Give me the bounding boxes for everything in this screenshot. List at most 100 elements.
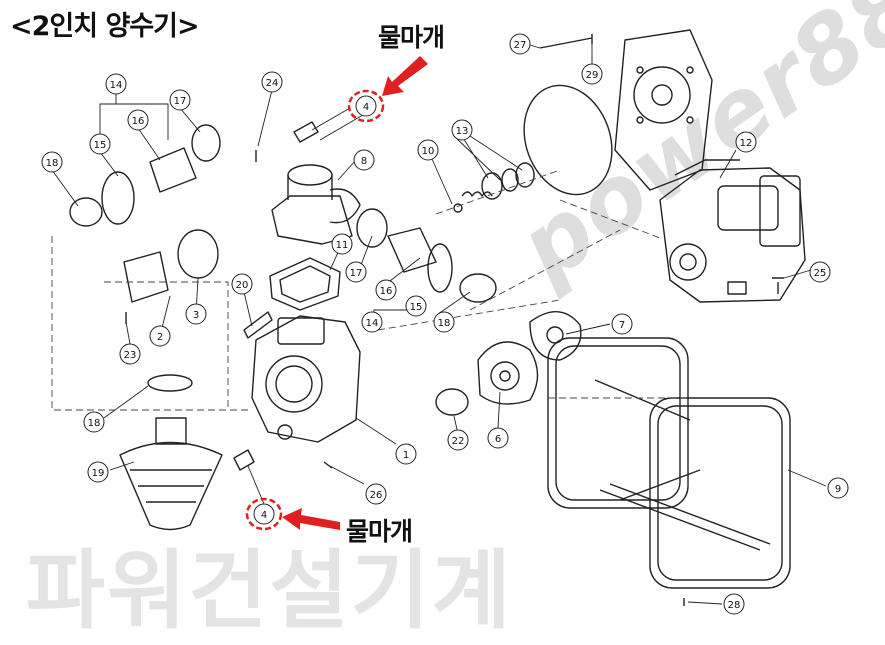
label-4-bottom: 4 bbox=[253, 503, 275, 525]
label-18a: 18 bbox=[41, 151, 63, 173]
label-4-top: 4 bbox=[355, 95, 377, 117]
part-label: 25 bbox=[814, 268, 827, 279]
label-15a: 15 bbox=[89, 133, 111, 155]
label-27: 27 bbox=[509, 33, 531, 55]
part-label: 22 bbox=[452, 436, 465, 447]
label-26: 26 bbox=[365, 483, 387, 505]
drain-plug-highlights bbox=[245, 89, 385, 531]
part-label: 16 bbox=[132, 116, 145, 127]
part-label: 15 bbox=[410, 302, 423, 313]
part-label: 10 bbox=[422, 146, 435, 157]
label-25: 25 bbox=[809, 261, 831, 283]
part-label: 24 bbox=[266, 78, 279, 89]
engine-part bbox=[659, 159, 806, 303]
label-3: 3 bbox=[185, 303, 207, 325]
label-1: 1 bbox=[395, 443, 417, 465]
label-2: 2 bbox=[149, 325, 171, 347]
part-label: 16 bbox=[380, 286, 393, 297]
part-label: 17 bbox=[350, 268, 363, 279]
part-label: 19 bbox=[92, 468, 105, 479]
drain-cap-bottom bbox=[233, 449, 255, 471]
page-title: <2인치 양수기> bbox=[10, 11, 200, 42]
drain-cap-top bbox=[293, 121, 319, 143]
part-label: 8 bbox=[361, 156, 367, 167]
alignment-lines bbox=[51, 169, 690, 411]
part-label: 1 bbox=[403, 450, 409, 461]
part-label: 13 bbox=[456, 126, 469, 137]
bolt-26 bbox=[323, 461, 333, 469]
label-19: 19 bbox=[87, 461, 109, 483]
seal-parts bbox=[453, 162, 535, 213]
part-label: 18 bbox=[438, 318, 451, 329]
suction-fittings bbox=[69, 124, 221, 303]
part-label: 26 bbox=[370, 490, 383, 501]
part-label: 23 bbox=[124, 350, 137, 361]
back-plate-part bbox=[614, 29, 713, 191]
strainer-part bbox=[119, 374, 223, 531]
arrow-top-icon bbox=[382, 56, 428, 96]
bolt-25 bbox=[772, 277, 784, 294]
label-22: 22 bbox=[447, 429, 469, 451]
label-28: 28 bbox=[723, 593, 745, 615]
label-29: 29 bbox=[581, 63, 603, 85]
arrow-bottom-icon bbox=[282, 508, 340, 530]
part-label: 12 bbox=[740, 138, 753, 149]
label-17a: 17 bbox=[169, 89, 191, 111]
part-label: 14 bbox=[366, 318, 379, 329]
label-13: 13 bbox=[451, 119, 473, 141]
label-16b: 16 bbox=[375, 279, 397, 301]
gasket-11 bbox=[269, 257, 341, 311]
highlight-ring-top bbox=[347, 89, 385, 123]
gasket-20 bbox=[243, 311, 273, 339]
label-14a: 14 bbox=[105, 73, 127, 95]
watermark-company-name: 파워건설기계 bbox=[26, 541, 513, 641]
part-label: 18 bbox=[46, 158, 59, 169]
label-18c: 18 bbox=[83, 411, 105, 433]
part-label: 6 bbox=[495, 434, 501, 445]
label-7: 7 bbox=[611, 313, 633, 335]
part-label: 7 bbox=[619, 320, 625, 331]
part-label: 9 bbox=[835, 484, 841, 495]
label-18b: 18 bbox=[433, 311, 455, 333]
part-label: 2 bbox=[157, 332, 163, 343]
label-16a: 16 bbox=[127, 109, 149, 131]
part-label: 17 bbox=[174, 96, 187, 107]
part-label: 3 bbox=[193, 310, 199, 321]
label-10: 10 bbox=[417, 139, 439, 161]
frame-part bbox=[547, 337, 791, 589]
callout-arrows bbox=[282, 56, 428, 530]
label-17b: 17 bbox=[345, 261, 367, 283]
pump-body-part bbox=[251, 315, 361, 443]
callout-label-bottom: 물마개 bbox=[346, 517, 413, 546]
part-label: 15 bbox=[94, 140, 107, 151]
label-14b: 14 bbox=[361, 311, 383, 333]
highlight-ring-bottom bbox=[245, 497, 283, 531]
bolt-27 bbox=[539, 34, 593, 49]
part-number-labels: 14 17 16 15 18 24 8 4 10 13 27 29 12 11 … bbox=[41, 33, 849, 615]
part-label: 27 bbox=[514, 40, 527, 51]
discharge-fittings bbox=[356, 208, 497, 303]
part-label: 4 bbox=[261, 510, 267, 521]
part-label: 20 bbox=[236, 280, 249, 291]
label-8: 8 bbox=[353, 149, 375, 171]
part-label: 4 bbox=[363, 102, 369, 113]
o-ring-22 bbox=[435, 388, 469, 416]
label-20: 20 bbox=[231, 273, 253, 295]
label-24: 24 bbox=[261, 71, 283, 93]
label-15b: 15 bbox=[405, 295, 427, 317]
label-12: 12 bbox=[735, 131, 757, 153]
impeller-part bbox=[529, 311, 582, 361]
part-label: 28 bbox=[728, 600, 741, 611]
callout-label-top: 물마개 bbox=[378, 23, 445, 52]
part-label: 18 bbox=[88, 418, 101, 429]
outlet-elbow-part bbox=[271, 164, 361, 245]
part-label: 11 bbox=[336, 240, 349, 251]
part-label: 14 bbox=[110, 80, 123, 91]
label-11: 11 bbox=[331, 233, 353, 255]
label-9: 9 bbox=[827, 477, 849, 499]
label-6: 6 bbox=[487, 427, 509, 449]
volute-casing-part bbox=[477, 341, 539, 405]
label-23: 23 bbox=[119, 343, 141, 365]
